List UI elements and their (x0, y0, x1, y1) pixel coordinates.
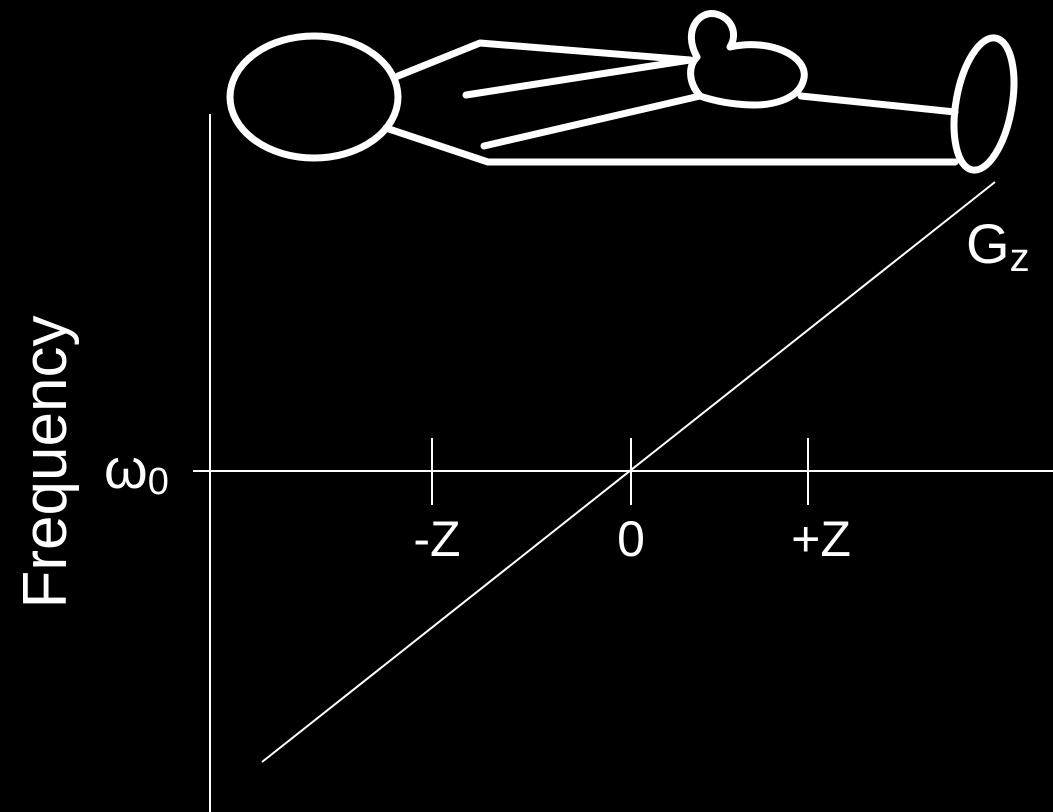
center-frequency-label: ω0 (104, 437, 169, 503)
patient-head (226, 32, 402, 162)
patient-torso-top (394, 39, 694, 80)
tick-label-minus-z: -Z (413, 511, 460, 567)
gradient-label: Gz (966, 212, 1030, 280)
patient-arm-lower (480, 92, 704, 150)
patient-arm-upper (462, 56, 694, 99)
gradient-line (261, 181, 996, 763)
patient-feet (950, 34, 1018, 174)
patient-torso-bottom (382, 124, 959, 166)
tick-label-zero: 0 (617, 511, 645, 567)
patient-figure (226, 10, 1018, 174)
patient-hands (687, 10, 808, 109)
tick-label-plus-z: +Z (791, 511, 851, 567)
patient-legs (797, 92, 959, 116)
y-axis-label: Frequency (11, 316, 80, 609)
